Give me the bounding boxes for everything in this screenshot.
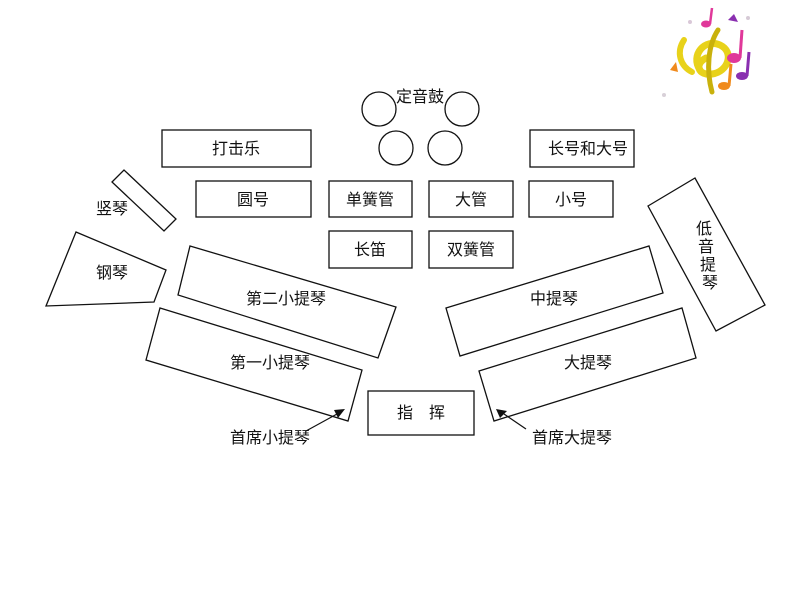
first-violin-section: 第一小提琴 <box>145 307 363 422</box>
concertmaster-label: 首席小提琴 <box>230 428 310 447</box>
harp-section: 竖琴 <box>96 169 177 232</box>
timpani-label: 定音鼓 <box>396 87 444 106</box>
timpani-drums <box>361 91 480 166</box>
double-bass-char-3: 提 <box>700 255 716 274</box>
principal-cello-arrow <box>503 413 527 430</box>
treble-clef-music-notes-icon <box>662 7 751 97</box>
second-violin-section: 第二小提琴 <box>177 245 397 359</box>
clarinet-label: 单簧管 <box>346 190 394 209</box>
bassoon-label: 大管 <box>455 190 487 209</box>
conductor-podium: 指 挥 <box>367 390 475 436</box>
trombone-tuba-label: 长号和大号 <box>548 139 628 158</box>
timpani-drum-1 <box>361 91 397 127</box>
double-bass-section: 低 音 提 琴 <box>647 177 766 332</box>
first-violin-label: 第一小提琴 <box>230 353 310 372</box>
horn-section: 圆号 <box>195 180 312 218</box>
flute-section: 长笛 <box>328 230 413 269</box>
concertmaster-arrowhead <box>334 409 345 418</box>
clarinet-section: 单簧管 <box>328 180 413 218</box>
trumpet-label: 小号 <box>555 190 587 209</box>
viola-section: 中提琴 <box>445 245 664 357</box>
principal-cello-label: 首席大提琴 <box>532 428 612 447</box>
oboe-label: 双簧管 <box>447 240 495 259</box>
percussion-section: 打击乐 <box>161 129 312 168</box>
timpani-drum-3 <box>378 130 414 166</box>
concertmaster-arrow <box>305 413 338 432</box>
horn-label: 圆号 <box>237 190 269 209</box>
flute-label: 长笛 <box>354 240 386 259</box>
bassoon-section: 大管 <box>428 180 514 218</box>
cello-label: 大提琴 <box>564 353 612 372</box>
double-bass-char-4: 琴 <box>702 273 718 292</box>
timpani-drum-2 <box>444 91 480 127</box>
cello-section: 大提琴 <box>478 307 697 422</box>
double-bass-char-2: 音 <box>698 237 714 256</box>
oboe-section: 双簧管 <box>428 230 514 269</box>
piano-section: 钢琴 <box>45 231 167 307</box>
trumpet-section: 小号 <box>528 180 614 218</box>
piano-label: 钢琴 <box>96 263 128 282</box>
percussion-label: 打击乐 <box>212 139 260 158</box>
second-violin-label: 第二小提琴 <box>246 289 326 308</box>
double-bass-char-1: 低 <box>696 219 712 238</box>
timpani-drum-4 <box>427 130 463 166</box>
viola-label: 中提琴 <box>530 289 578 308</box>
conductor-label: 指 挥 <box>397 403 445 422</box>
trombone-tuba-section: 长号和大号 <box>529 129 635 168</box>
concertmaster-annotation: 首席小提琴 <box>230 409 345 447</box>
harp-label: 竖琴 <box>96 199 128 218</box>
principal-cello-arrowhead <box>496 409 507 418</box>
principal-cello-annotation: 首席大提琴 <box>496 409 612 447</box>
